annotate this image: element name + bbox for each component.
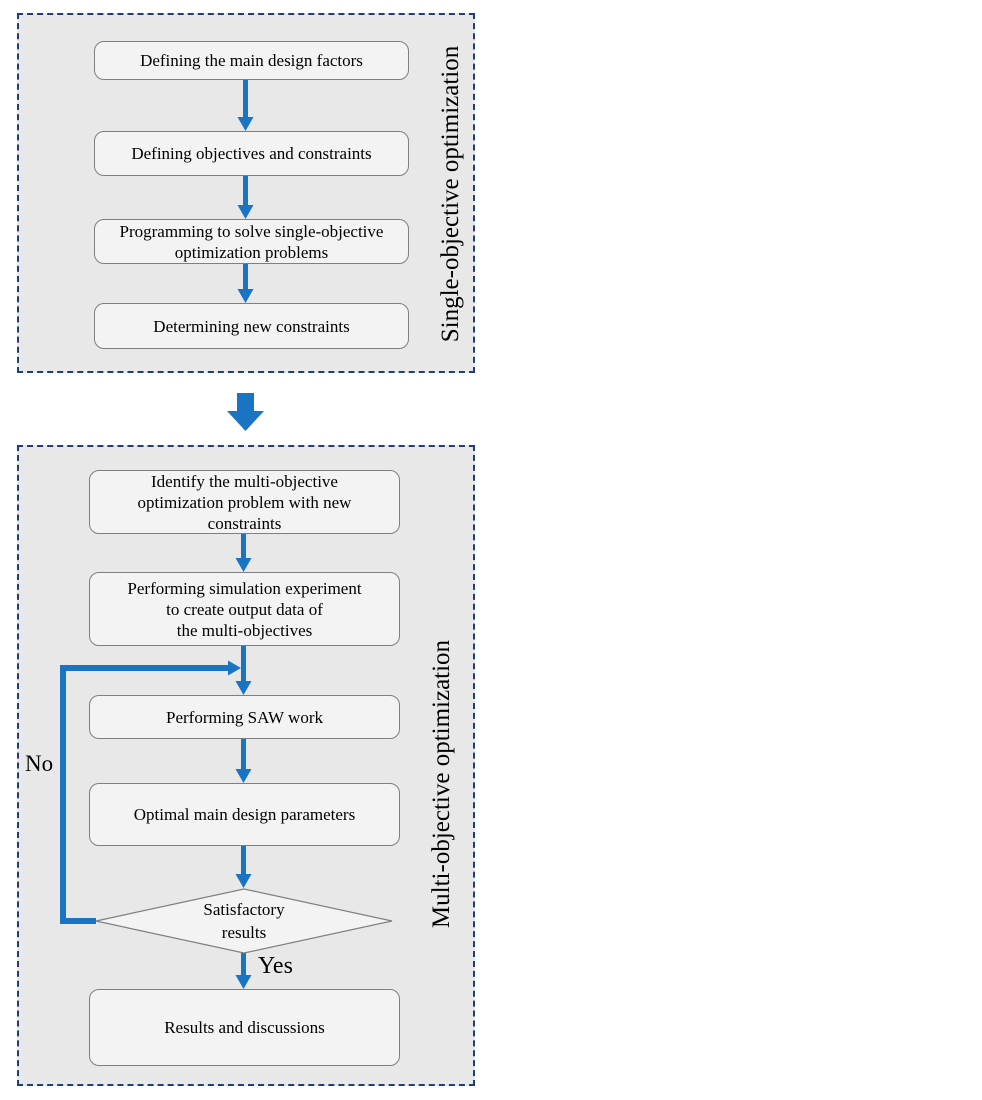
- step-identify-multi-objective-problem: Identify the multi-objective optimizatio…: [89, 470, 400, 534]
- step-programming-single-objective: Programming to solve single-objective op…: [94, 219, 409, 264]
- multi-objective-section-label: Multi-objective optimization: [428, 639, 455, 929]
- step-optimal-main-design-parameters: Optimal main design parameters: [89, 783, 400, 846]
- yes-branch-label: Yes: [258, 953, 293, 979]
- step-defining-main-design-factors: Defining the main design factors: [94, 41, 409, 80]
- single-objective-section-label: Single-objective optimization: [437, 45, 464, 343]
- step-performing-saw-work: Performing SAW work: [89, 695, 400, 739]
- step-performing-simulation-experiment: Performing simulation experiment to crea…: [89, 572, 400, 646]
- section-transition-block-arrow: [227, 393, 264, 431]
- step-determining-new-constraints: Determining new constraints: [94, 303, 409, 349]
- step-defining-objectives-and-constraints: Defining objectives and constraints: [94, 131, 409, 176]
- decision-satisfactory-results: Satisfactory results: [203, 900, 285, 942]
- step-results-and-discussions: Results and discussions: [89, 989, 400, 1066]
- no-branch-label: No: [25, 751, 54, 776]
